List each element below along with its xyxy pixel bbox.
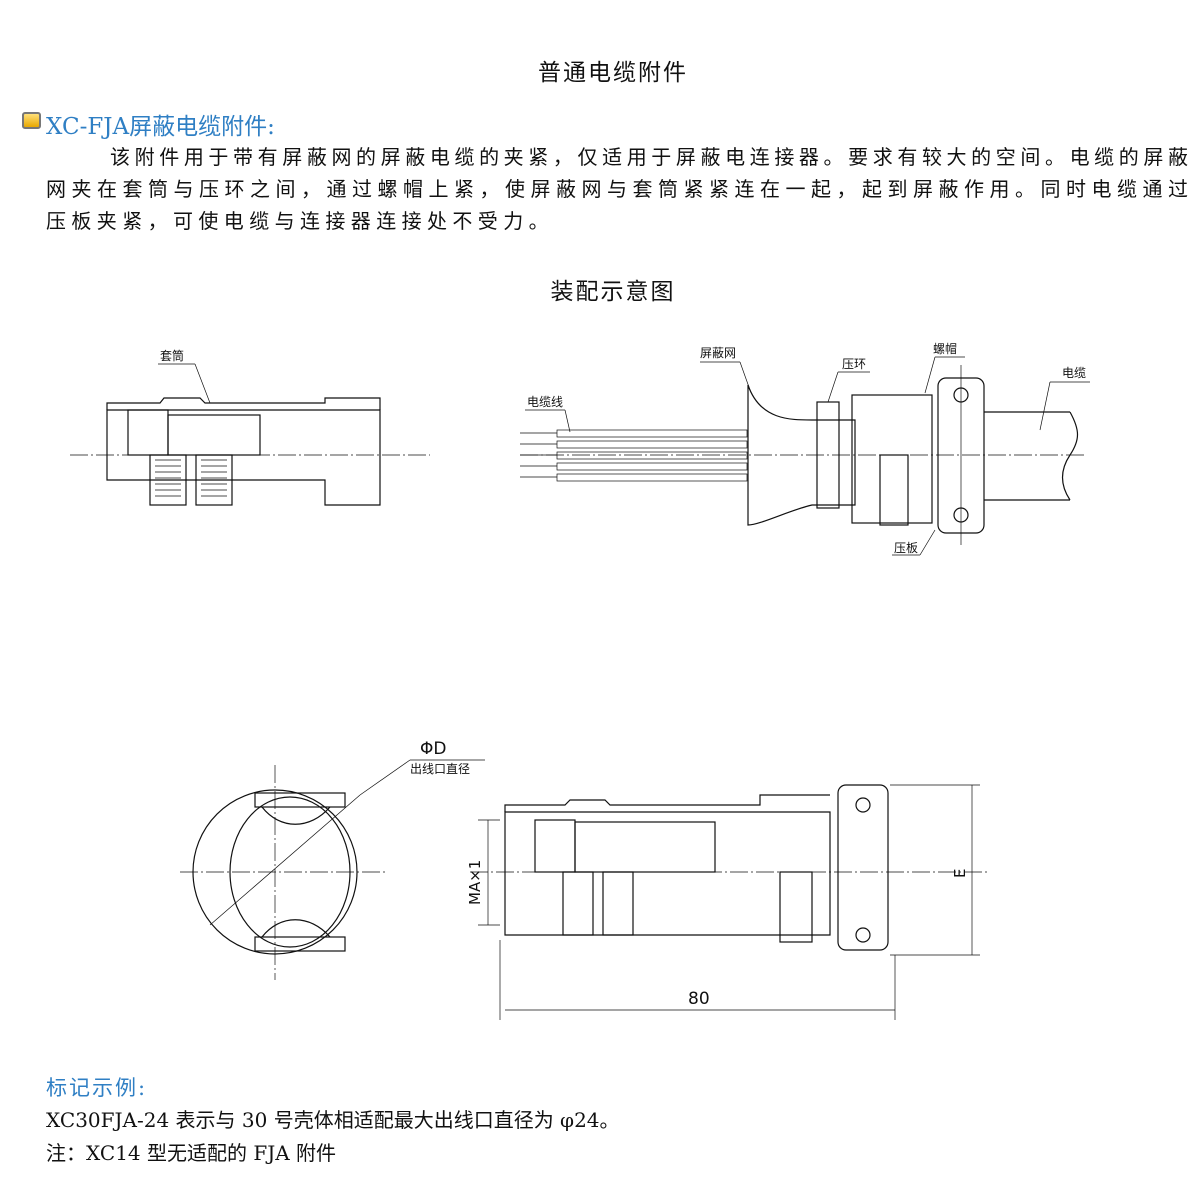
- label-sleeve: 套筒: [160, 348, 184, 363]
- dim-outlet-diameter: 出线口直径: [410, 762, 470, 776]
- note-line: 注：XC14 型无适配的 FJA 附件: [46, 1141, 337, 1165]
- label-ring: 压环: [842, 357, 866, 371]
- sleeve-drawing: 套筒: [70, 348, 430, 506]
- paragraph-line: 网夹在套筒与压环之间，通过螺帽上紧，使屏蔽网与套筒紧紧连在一起，起到屏蔽作用。同…: [46, 177, 1188, 201]
- label-shield: 屏蔽网: [700, 346, 736, 360]
- label-wires: 电缆线: [527, 395, 563, 409]
- side-view-drawing: 80 MA×1 E: [466, 784, 990, 1020]
- example-line: XC30FJA-24 表示与 30 号壳体相适配最大出线口直径为 φ24。: [46, 1108, 620, 1132]
- section-heading: XC-FJA屏蔽电缆附件:: [46, 114, 275, 140]
- assembly-drawing: 屏蔽网 电缆线 压环 螺帽 电缆 压板: [520, 341, 1090, 556]
- paragraph-line: 该附件用于带有屏蔽网的屏蔽电缆的夹紧，仅适用于屏蔽电连接器。要求有较大的空间。电…: [110, 145, 1188, 169]
- label-nut: 螺帽: [933, 341, 957, 356]
- dim-thread: MA×1: [466, 860, 484, 905]
- paragraph-line: 压板夹紧，可使电缆与连接器连接处不受力。: [46, 209, 554, 233]
- label-plate: 压板: [894, 541, 918, 555]
- page-title: 普通电缆附件: [538, 60, 688, 86]
- diagram-title: 装配示意图: [550, 279, 676, 305]
- folder-icon: [22, 112, 41, 129]
- dim-phiD: ΦD: [420, 739, 446, 759]
- dim-length: 80: [688, 989, 710, 1009]
- end-view-drawing: ΦD 出线口直径: [180, 739, 485, 980]
- dim-E: E: [951, 869, 969, 878]
- label-cable: 电缆: [1062, 366, 1086, 380]
- example-heading: 标记示例:: [46, 1076, 148, 1100]
